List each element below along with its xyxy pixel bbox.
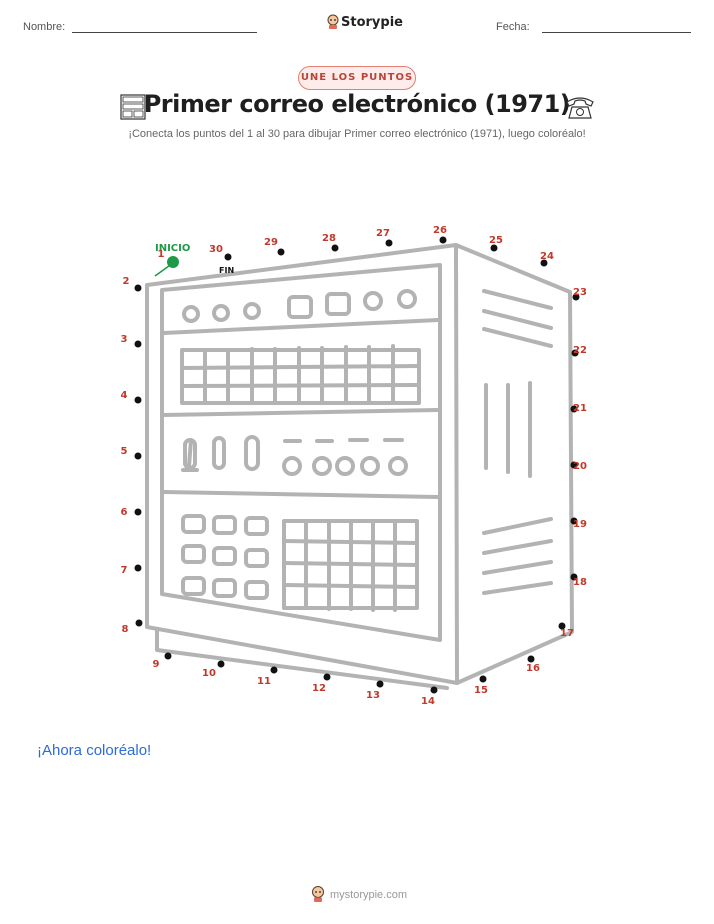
dot-3[interactable]: [134, 340, 142, 348]
dot-number-19: 19: [573, 519, 587, 530]
dot-number-26: 26: [433, 225, 447, 236]
date-line[interactable]: [542, 32, 691, 33]
dot-number-9: 9: [153, 659, 160, 670]
dot-number-11: 11: [257, 676, 271, 687]
dot-27[interactable]: [385, 239, 393, 247]
dot-10[interactable]: [217, 660, 225, 668]
dot-number-3: 3: [121, 334, 128, 345]
dot-26[interactable]: [439, 236, 447, 244]
dot-number-14: 14: [421, 696, 435, 707]
color-prompt: ¡Ahora coloréalo!: [37, 742, 152, 759]
dot-number-5: 5: [121, 446, 128, 457]
dot-number-29: 29: [264, 237, 278, 248]
dot-14[interactable]: [430, 686, 438, 694]
dot-22[interactable]: [571, 349, 579, 357]
dot-9[interactable]: [164, 652, 172, 660]
dot-number-21: 21: [573, 403, 587, 414]
dot-15[interactable]: [479, 675, 487, 683]
dot-6[interactable]: [134, 508, 142, 516]
name-line[interactable]: [72, 32, 257, 33]
storypie-logo-icon: [326, 14, 340, 30]
dots-layer: 1234567891011121314151617181920212223242…: [121, 225, 587, 707]
dot-23[interactable]: [572, 293, 580, 301]
dot-number-27: 27: [376, 228, 390, 239]
start-label: INICIO: [155, 243, 190, 254]
dot-4[interactable]: [134, 396, 142, 404]
dot-28[interactable]: [331, 244, 339, 252]
dot-number-1: 1: [158, 249, 165, 260]
dot-19[interactable]: [570, 517, 578, 525]
dot-number-20: 20: [573, 461, 587, 472]
date-label: Fecha:: [496, 21, 530, 33]
brand-name: Storypie: [341, 15, 403, 30]
footer-site[interactable]: mystorypie.com: [330, 889, 408, 901]
page-title: Primer correo electrónico (1971): [143, 90, 571, 118]
dot-number-25: 25: [489, 235, 503, 246]
dot-12[interactable]: [323, 673, 331, 681]
dot-25[interactable]: [490, 244, 498, 252]
dot-13[interactable]: [376, 680, 384, 688]
end-label: FIN: [219, 266, 234, 275]
dot-number-10: 10: [202, 668, 216, 679]
computer-cabinet-drawing: [145, 243, 574, 690]
start-marker: INICIO: [154, 243, 190, 277]
dot-number-2: 2: [123, 276, 130, 287]
dot-30[interactable]: [224, 253, 232, 261]
dot-16[interactable]: [527, 655, 535, 663]
dot-number-18: 18: [573, 577, 587, 588]
computer-cabinet-icon: [119, 93, 147, 121]
dot-number-23: 23: [573, 287, 587, 298]
dot-number-8: 8: [122, 624, 129, 635]
dot-number-28: 28: [322, 233, 336, 244]
dot-number-15: 15: [474, 685, 488, 696]
dot-20[interactable]: [570, 461, 578, 469]
instructions: ¡Conecta los puntos del 1 al 30 para dib…: [128, 128, 586, 140]
dot-number-16: 16: [526, 663, 540, 674]
activity-badge: UNE LOS PUNTOS: [298, 66, 416, 90]
dot-number-17: 17: [560, 628, 574, 639]
dot-number-7: 7: [121, 565, 128, 576]
dot-18[interactable]: [570, 573, 578, 581]
storypie-footer-icon: [310, 885, 326, 903]
dot-8[interactable]: [135, 619, 143, 627]
name-label: Nombre:: [23, 21, 66, 33]
dot-21[interactable]: [570, 405, 578, 413]
dot-17[interactable]: [558, 622, 566, 630]
dot-number-24: 24: [540, 251, 554, 262]
dot-number-6: 6: [121, 507, 128, 518]
dot-11[interactable]: [270, 666, 278, 674]
dot-number-13: 13: [366, 690, 380, 701]
dot-number-12: 12: [312, 683, 326, 694]
dot-5[interactable]: [134, 452, 142, 460]
dot-number-4: 4: [121, 390, 128, 401]
dot-2[interactable]: [134, 284, 142, 292]
dot-29[interactable]: [277, 248, 285, 256]
dot-number-30: 30: [209, 244, 223, 255]
dot-7[interactable]: [134, 564, 142, 572]
dot-24[interactable]: [540, 259, 548, 267]
dot-number-22: 22: [573, 345, 587, 356]
telephone-icon: [564, 93, 596, 121]
